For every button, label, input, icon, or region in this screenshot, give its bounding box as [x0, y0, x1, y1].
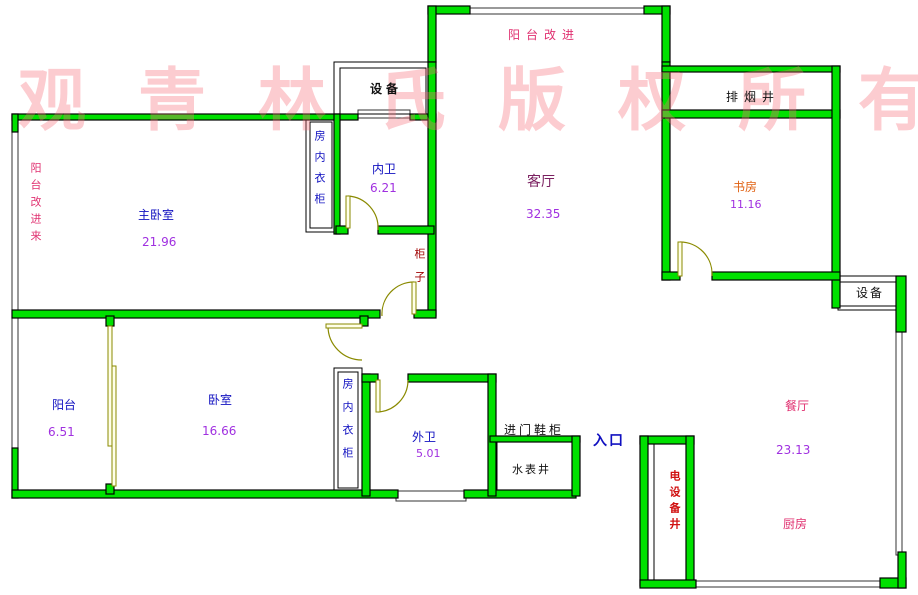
watermark-text: 观青林氏版权所有	[18, 62, 918, 141]
inner-bath-area: 6.21	[370, 181, 397, 195]
dining-name: 餐厅	[785, 399, 810, 413]
equip-right-label: 设备	[856, 286, 885, 300]
living-area: 32.35	[526, 207, 561, 221]
balcony-top-label: 阳台改进	[508, 28, 581, 42]
kitchen-label: 厨房	[783, 517, 808, 531]
master-balcony-label: 阳台改进来	[29, 162, 42, 247]
master-bedroom-area: 21.96	[142, 235, 177, 249]
master-bedroom-name: 主卧室	[138, 208, 175, 222]
study-area: 11.16	[730, 198, 762, 211]
walls	[11, 5, 907, 589]
inner-bath-name: 内卫	[372, 162, 397, 176]
water-meter-label: 水表井	[512, 463, 551, 476]
outer-bath-area: 5.01	[416, 447, 441, 460]
outer-bath-name: 外卫	[412, 430, 437, 444]
dining-area: 23.13	[776, 443, 811, 457]
shoe-cabinet-label: 进门鞋柜	[504, 423, 565, 437]
balcony-left-area: 6.51	[48, 425, 75, 439]
doors	[107, 195, 713, 487]
equip-top-label: 设备	[370, 82, 403, 96]
entrance-label: 入口	[593, 433, 625, 449]
bedroom-name: 卧室	[208, 393, 233, 407]
electric-shaft-label: 电设备井	[668, 470, 681, 534]
living-name: 客厅	[527, 174, 555, 190]
master-closet-label: 房内衣柜	[313, 130, 326, 214]
flue-label: 排烟井	[726, 90, 781, 104]
bedroom-closet-label: 房内衣柜	[341, 378, 354, 470]
cabinet-label: 柜子	[413, 248, 426, 294]
study-name: 书房	[733, 180, 758, 194]
bedroom-area: 16.66	[202, 424, 237, 438]
balcony-left-name: 阳台	[52, 398, 77, 412]
